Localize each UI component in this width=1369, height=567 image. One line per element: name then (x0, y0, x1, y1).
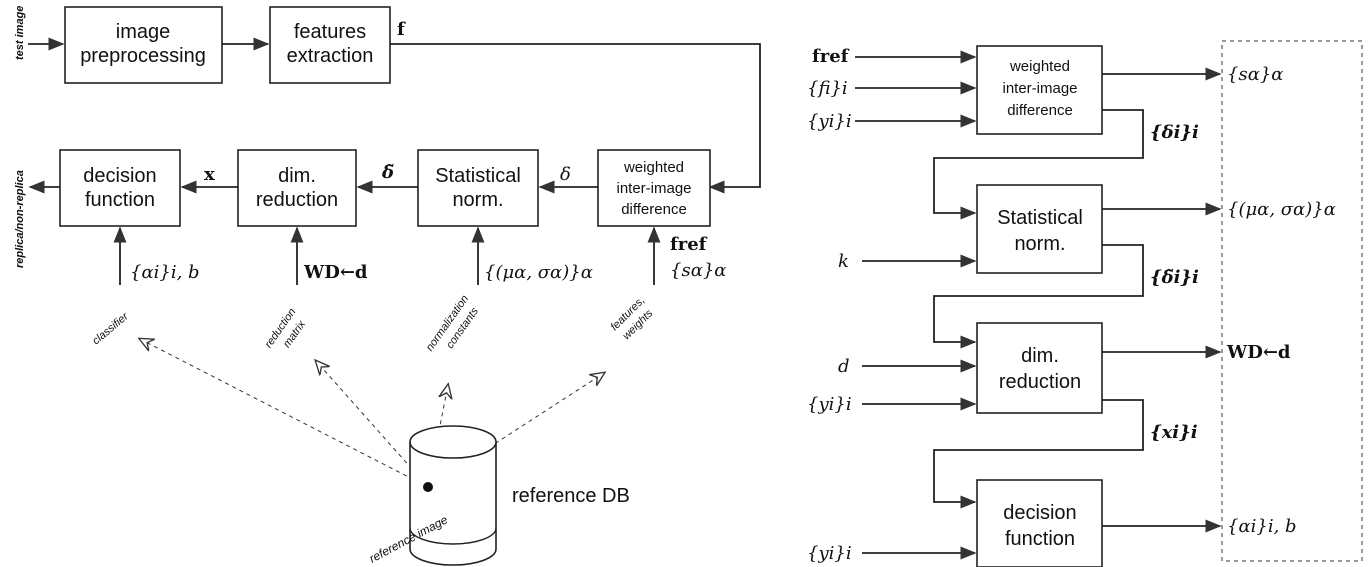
r-yi-label-2: {yi}i (807, 394, 852, 415)
preprocessing-label-2: preprocessing (80, 45, 206, 67)
statnorm-box (417, 149, 539, 227)
preprocessing-box (64, 6, 223, 84)
r-d-label: d (838, 356, 850, 377)
reference-db-cylinder (409, 425, 497, 566)
r-statnorm-to-dimred-wire (933, 244, 1144, 349)
decision-box (59, 149, 181, 227)
weighted-label-3: difference (621, 201, 687, 218)
w-label: WD←d (303, 262, 368, 283)
decision-label-1: decision (83, 165, 156, 187)
r-yi-label-1: {yi}i (807, 111, 852, 132)
r-weighted-label-1: weighted (1009, 58, 1070, 75)
r-fref-label: fref (812, 46, 850, 67)
statnorm-label-1: Statistical (435, 165, 521, 187)
statnorm-label-2: norm. (452, 189, 503, 211)
output-label: replica/non-replica (14, 170, 26, 268)
r-dimred-to-decision-wire (933, 399, 1144, 509)
reference-image-dot (423, 482, 433, 492)
dimred-box (237, 149, 357, 227)
output-region (1221, 40, 1363, 562)
features-label-2: extraction (287, 45, 374, 67)
f-ref-label: fref (670, 234, 708, 255)
dimred-label-2: reduction (256, 189, 338, 211)
mu-sigma-label: {(μα, σα)}α (484, 262, 593, 283)
r-statnorm-label-1: Statistical (997, 207, 1083, 229)
r-alpha-b-label: {αi}i, b (1227, 516, 1297, 537)
features-label-1: features (294, 21, 366, 43)
r-weighted-box (976, 45, 1103, 135)
r-mu-sigma-label: {(μα, σα)}α (1227, 199, 1336, 220)
delta-tilde-label: δ̃ (381, 162, 394, 183)
weighted-label-1: weighted (623, 159, 684, 176)
f-label: f (397, 19, 406, 40)
r-statnorm-box (976, 184, 1103, 274)
r-statnorm-label-2: norm. (1014, 233, 1065, 255)
r-weighted-label-3: difference (1007, 102, 1073, 119)
r-dimred-label-2: reduction (999, 371, 1081, 393)
delta-label: δ (560, 164, 571, 185)
preprocessing-label-1: image (116, 21, 170, 43)
r-s-alpha-label: {sα}α (1227, 64, 1283, 85)
ref-to-classifier-line (140, 339, 429, 488)
r-yi-label-3: {yi}i (807, 543, 852, 564)
test-image-label: test image (14, 6, 26, 60)
weighted-label-2: inter-image (616, 180, 691, 197)
r-k-label: k (838, 251, 849, 272)
features-extraction-box (269, 6, 391, 84)
s-alpha-label: {sα}α (670, 260, 726, 281)
weighted-box (597, 149, 711, 227)
r-weighted-label-2: inter-image (1002, 80, 1077, 97)
dimred-label-1: dim. (278, 165, 316, 187)
r-dimred-box (976, 322, 1103, 414)
r-delta-i-label: {δi}i (1150, 122, 1199, 143)
decision-label-2: function (85, 189, 155, 211)
r-delta-tilde-i-label: {δ̃i}i (1150, 267, 1199, 288)
r-fi-label: {fi}i (807, 78, 848, 99)
r-decision-label-1: decision (1003, 502, 1076, 524)
reference-db-label: reference DB (512, 485, 630, 507)
alpha-b-label: {αi}i, b (130, 262, 200, 283)
r-weighted-to-statnorm-wire (933, 109, 1144, 220)
r-w-label: WD←d (1226, 342, 1291, 363)
r-decision-label-2: function (1005, 528, 1075, 550)
r-x-i-label: {xi}i (1150, 422, 1198, 443)
classifier-label: classifier (90, 310, 132, 348)
features-to-weighted-wire (390, 43, 761, 194)
r-decision-box (976, 479, 1103, 567)
r-dimred-label-1: dim. (1021, 345, 1059, 367)
x-label: x (204, 164, 215, 185)
